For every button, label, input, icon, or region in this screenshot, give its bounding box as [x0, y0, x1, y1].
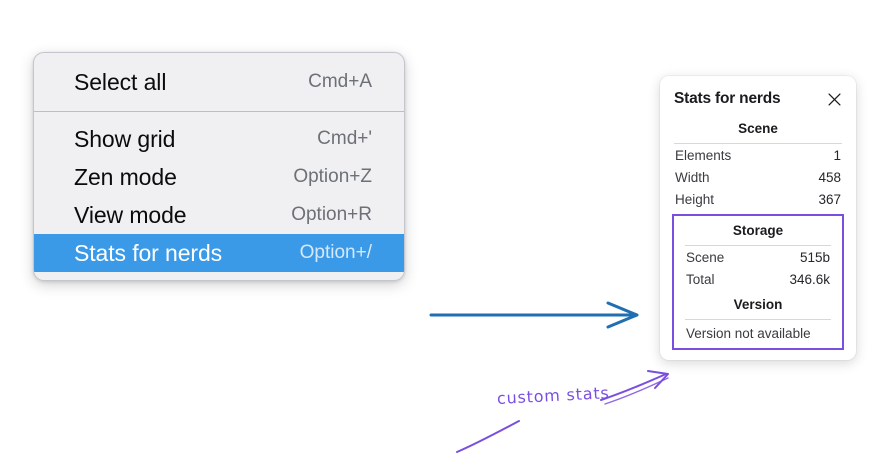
stat-value: 1 — [833, 148, 841, 163]
annotation-arrow-icon — [600, 370, 669, 405]
annotation-label-custom-stats: custom stats — [496, 383, 610, 408]
context-menu-section-1: Select all Cmd+A — [34, 53, 404, 111]
menu-divider — [34, 111, 404, 112]
stat-label: Total — [686, 272, 715, 287]
section-rule — [685, 319, 831, 320]
arrow-right-icon — [429, 301, 639, 329]
menu-item-label: Show grid — [74, 125, 176, 152]
annotation-tail-stroke — [456, 420, 520, 453]
section-rule — [685, 245, 831, 246]
stats-panel-title: Stats for nerds — [674, 90, 781, 107]
section-rule — [674, 143, 842, 144]
stats-for-nerds-panel[interactable]: Stats for nerds Scene Elements 1 Width 4… — [660, 76, 856, 360]
stat-value: 458 — [818, 170, 841, 185]
stat-row-storage-scene: Scene 515b — [683, 246, 833, 268]
version-value: Version not available — [686, 326, 811, 341]
stat-value: 515b — [799, 250, 830, 265]
menu-item-shortcut: Option+/ — [299, 242, 372, 263]
menu-item-label: Select all — [74, 68, 167, 95]
menu-item-stats-for-nerds[interactable]: Stats for nerds Option+/ — [34, 234, 404, 272]
menu-item-zen-mode[interactable]: Zen mode Option+Z — [34, 158, 404, 196]
custom-stats-highlight-box: Storage Scene 515b Total 346.6k Version … — [672, 214, 844, 350]
stat-value: 367 — [818, 192, 841, 207]
stat-row-storage-total: Total 346.6k — [683, 268, 833, 290]
stat-label: Height — [675, 192, 715, 207]
stats-panel-body: Scene Elements 1 Width 458 Height 367 St… — [660, 112, 856, 350]
stats-panel-header: Stats for nerds — [660, 88, 856, 112]
menu-item-label: Stats for nerds — [74, 239, 223, 266]
section-heading-storage: Storage — [732, 223, 784, 238]
stat-label: Width — [675, 170, 710, 185]
context-menu-section-2: Show grid Cmd+' Zen mode Option+Z View m… — [34, 112, 404, 280]
stat-label: Elements — [675, 148, 732, 163]
menu-item-show-grid[interactable]: Show grid Cmd+' — [34, 120, 404, 158]
stat-value: 346.6k — [789, 272, 830, 287]
section-heading-scene: Scene — [738, 121, 778, 136]
stat-label: Scene — [686, 250, 725, 265]
menu-item-label: Zen mode — [74, 163, 177, 190]
menu-item-select-all[interactable]: Select all Cmd+A — [34, 63, 404, 101]
menu-item-shortcut: Cmd+A — [308, 71, 372, 92]
stat-row-width: Width 458 — [672, 166, 844, 188]
menu-item-shortcut: Option+R — [291, 204, 372, 225]
menu-item-shortcut: Option+Z — [293, 166, 372, 187]
menu-item-label: View mode — [74, 201, 187, 228]
context-menu[interactable]: Select all Cmd+A Show grid Cmd+' Zen mod… — [33, 52, 405, 281]
section-heading-version: Version — [733, 297, 783, 312]
stat-row-height: Height 367 — [672, 188, 844, 210]
stat-row-elements: Elements 1 — [672, 144, 844, 166]
menu-item-shortcut: Cmd+' — [317, 128, 372, 149]
menu-item-view-mode[interactable]: View mode Option+R — [34, 196, 404, 234]
close-icon[interactable] — [827, 92, 842, 107]
